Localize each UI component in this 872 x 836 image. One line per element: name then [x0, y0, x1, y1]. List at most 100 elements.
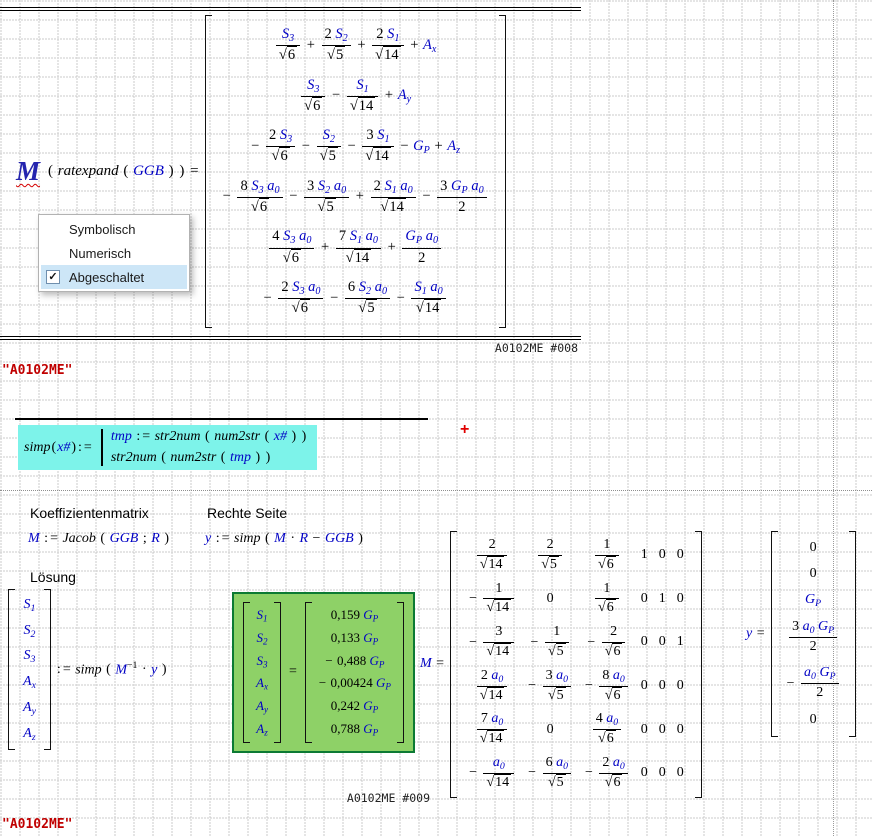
- sqrt: √5: [541, 555, 559, 572]
- fraction: 2 S3√6: [265, 127, 296, 166]
- math-region-simp-definition[interactable]: simp ( x# ) := tmp := str2num ( num2str …: [18, 425, 318, 470]
- checkmark-icon: ✓: [48, 270, 58, 283]
- ratexpand-expression: ( ratexpand ( GGB ) ) =: [48, 163, 199, 180]
- menu-item-abgeschaltet[interactable]: ✓ Abgeschaltet: [41, 265, 187, 289]
- matrix-bracket-left: [304, 602, 312, 743]
- fraction: 7 S1 a0√14: [335, 228, 381, 267]
- region-tag-008: A0102ME #008: [494, 341, 578, 355]
- fraction: 1√5: [544, 624, 569, 661]
- fraction: 2 S3 a0√6: [278, 279, 324, 318]
- sqrt: √6: [598, 555, 616, 572]
- fraction: 1√14: [483, 581, 515, 618]
- math-region-ratexpand[interactable]: M ( ratexpand ( GGB ) ) = S3√6 + 2 S2√5 …: [16, 14, 506, 329]
- menu-item-label: Numerisch: [69, 245, 132, 261]
- insertion-cursor: +: [460, 421, 470, 438]
- region-separator-bottom: [0, 336, 581, 340]
- label-loesung: Lösung: [30, 569, 76, 585]
- menu-icon-slot: [44, 220, 62, 238]
- sqrt: √5: [317, 197, 336, 215]
- fraction: 2 S1√14: [372, 26, 404, 65]
- fraction: 2 a0√14: [476, 668, 508, 705]
- matrix-bracket-left: [204, 15, 212, 329]
- sqrt: √14: [349, 96, 376, 114]
- region-separator-simp: [15, 418, 428, 420]
- sqrt: √6: [282, 248, 301, 266]
- fraction: 4 S3 a0√6: [269, 228, 315, 267]
- fraction: S1√14: [346, 77, 379, 116]
- matrix-bracket-right: [498, 15, 506, 329]
- sqrt: √5: [327, 46, 346, 64]
- sqrt: √5: [319, 147, 338, 165]
- matrix-bracket-right: [396, 602, 404, 743]
- sqrt: √5: [547, 686, 566, 703]
- sqrt: √6: [250, 197, 270, 215]
- menu-item-symbolisch[interactable]: Symbolisch: [41, 217, 187, 241]
- equals-sign: =: [289, 664, 297, 680]
- fraction: 2√6: [601, 624, 626, 661]
- fraction: 6 a0√5: [542, 755, 571, 792]
- matrix-bracket-right: [694, 531, 702, 798]
- sqrt: √14: [486, 599, 512, 616]
- fraction: 2 S1 a0√14: [370, 178, 416, 217]
- checkbox-checked-icon: ✓: [44, 268, 62, 286]
- fraction: 1√6: [595, 537, 619, 574]
- custom-operator-symbol: M: [16, 156, 41, 187]
- fraction: 8 a0√6: [599, 668, 628, 705]
- sqrt: √6: [278, 46, 298, 64]
- region-tag-009: A0102ME #009: [346, 791, 430, 805]
- sqrt: √6: [604, 773, 623, 790]
- fraction: 4 a0√6: [592, 711, 622, 748]
- fraction: 3 S1√14: [362, 127, 394, 166]
- sqrt: √6: [271, 147, 290, 165]
- page-break-line: [0, 490, 872, 491]
- simp-lhs: simp ( x# ) :=: [24, 439, 92, 455]
- solve-expression: := simp ( M−1 · y ): [56, 660, 167, 678]
- sqrt: √14: [375, 46, 401, 64]
- fraction: 3√14: [483, 624, 515, 661]
- sqrt: √14: [479, 686, 505, 703]
- sqrt: √6: [604, 642, 623, 659]
- sqrt: √14: [415, 299, 442, 317]
- label-rechte-seite: Rechte Seite: [207, 505, 288, 521]
- fraction: 3 S2 a0√5: [304, 178, 350, 217]
- fraction: 7 a0√14: [476, 711, 508, 748]
- y-equals: y =: [746, 625, 765, 641]
- menu-icon-slot: [44, 244, 62, 262]
- sqrt: √6: [598, 730, 616, 747]
- matrix-bracket-left: [450, 531, 458, 798]
- system-bracket: [100, 429, 103, 466]
- math-region-y-definition[interactable]: y := simp ( M · R − GGB ): [205, 531, 363, 546]
- fraction: 8 S3 a0√6: [237, 178, 283, 217]
- simp-line-1: tmp := str2num ( num2str ( x# ) ): [110, 429, 307, 444]
- m-equals: M =: [420, 656, 445, 672]
- fraction: 3 a0√5: [542, 668, 571, 705]
- sqrt: √6: [291, 299, 311, 317]
- fraction: 1√6: [595, 581, 619, 618]
- fraction: S1 a0√14: [411, 279, 446, 318]
- fraction: 2 S2√5: [321, 26, 351, 65]
- sqrt: √5: [547, 642, 566, 659]
- region-separator-top: [0, 7, 581, 11]
- menu-item-numerisch[interactable]: Numerisch: [41, 241, 187, 265]
- fraction: S3√6: [301, 77, 326, 116]
- math-region-jacob-definition[interactable]: M := Jacob ( GGB ; R ): [28, 531, 169, 546]
- sqrt: √6: [604, 686, 623, 703]
- label-koeffizientenmatrix: Koeffizientenmatrix: [30, 505, 149, 521]
- fraction: 2√5: [538, 537, 562, 574]
- sqrt: √6: [598, 599, 616, 616]
- sqrt: √6: [304, 96, 323, 114]
- simp-line-2: str2num ( num2str ( tmp ) ): [110, 450, 271, 465]
